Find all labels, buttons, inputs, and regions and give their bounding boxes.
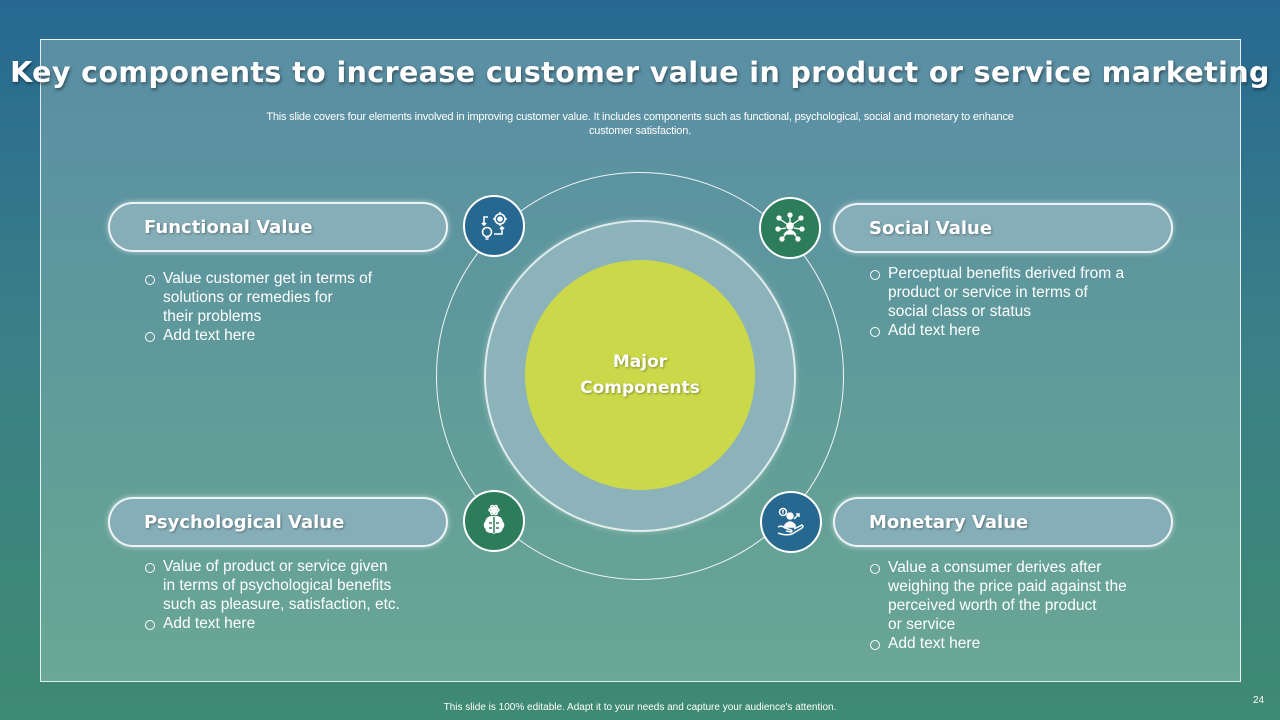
subtitle-line-2: customer satisfaction. [589, 125, 691, 137]
bullet-continuation: social class or status [888, 303, 1031, 320]
psychological-value-label: Psychological Value [144, 511, 345, 533]
gear-bulb-icon [463, 195, 525, 257]
social-value-bullets: Perceptual benefits derived from a produ… [870, 264, 1124, 340]
bullet-continuation: their problems [163, 308, 262, 325]
bullet-continuation: in terms of psychological benefits [163, 577, 392, 594]
money-growth-icon [760, 491, 822, 553]
monetary-value-bullets: Value a consumer derives after weighing … [870, 558, 1127, 653]
bullet-item: Add text here [870, 634, 1127, 653]
bullet-continuation: perceived worth of the product [888, 597, 1097, 614]
center-label-line-2: Components [580, 378, 700, 398]
functional-value-bullets: Value customer get in terms of solutions… [145, 269, 372, 345]
psychological-value-pill: Psychological Value [108, 497, 448, 547]
outer-ring [436, 172, 844, 580]
slide-subtitle: This slide covers four elements involved… [200, 110, 1080, 138]
bullet-continuation: such as pleasure, satisfaction, etc. [163, 596, 400, 613]
brain-icon [463, 490, 525, 552]
bullet-item: Value customer get in terms of [145, 269, 372, 288]
subtitle-line-1: This slide covers four elements involved… [266, 111, 1014, 123]
functional-value-pill: Functional Value [108, 202, 448, 252]
bullet-continuation: product or service in terms of [888, 284, 1088, 301]
social-value-pill: Social Value [833, 203, 1173, 253]
center-circle: Major Components [525, 260, 755, 490]
bullet-item: Add text here [145, 614, 400, 633]
bullet-item: Add text here [145, 326, 372, 345]
monetary-value-pill: Monetary Value [833, 497, 1173, 547]
network-people-icon [759, 197, 821, 259]
slide-title: Key components to increase customer valu… [10, 56, 1270, 89]
footer-note: This slide is 100% editable. Adapt it to… [443, 702, 837, 713]
center-label: Major Components [565, 349, 715, 401]
bullet-item: Perceptual benefits derived from a [870, 264, 1124, 283]
bullet-item: Value a consumer derives after [870, 558, 1127, 577]
bullet-continuation: weighing the price paid against the [888, 578, 1127, 595]
bullet-continuation: solutions or remedies for [163, 289, 333, 306]
functional-value-label: Functional Value [144, 216, 313, 238]
bullet-item: Value of product or service given [145, 557, 400, 576]
bullet-continuation: or service [888, 616, 956, 633]
psychological-value-bullets: Value of product or service given in ter… [145, 557, 400, 633]
bullet-item: Add text here [870, 321, 1124, 340]
center-label-line-1: Major [612, 352, 668, 372]
page-number: 24 [1253, 695, 1265, 706]
social-value-label: Social Value [869, 217, 993, 239]
monetary-value-label: Monetary Value [869, 511, 1029, 533]
